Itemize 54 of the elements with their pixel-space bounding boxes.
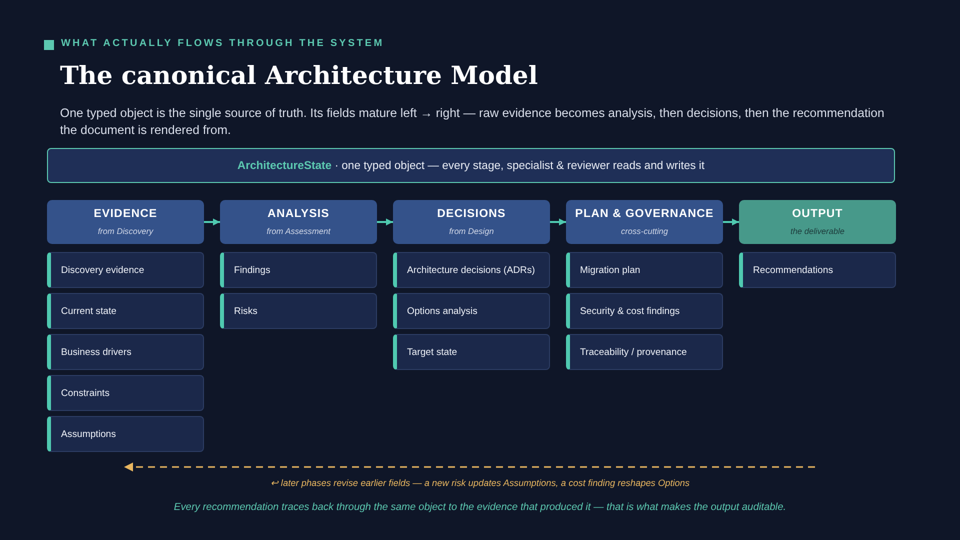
field-card — [47, 334, 204, 370]
field-label: Traceability / provenance — [580, 346, 687, 358]
field-label: Migration plan — [580, 264, 640, 276]
field-label: Recommendations — [753, 264, 833, 276]
field-card — [47, 375, 204, 411]
banner-text: ArchitectureState · one typed object — every stage, specialist & reviewer reads and writes it — [237, 160, 705, 172]
field-card — [220, 293, 377, 329]
eyebrow-label: WHAT ACTUALLY FLOWS THROUGH THE SYSTEM — [61, 38, 384, 49]
stage-title: EVIDENCE — [94, 208, 158, 220]
arrow — [550, 218, 566, 226]
stage-title: ANALYSIS — [268, 208, 330, 220]
field-label: Constraints — [61, 388, 110, 398]
arrow — [377, 218, 393, 226]
field-card — [393, 293, 550, 329]
stage-subtitle: the deliverable — [790, 226, 844, 236]
stage-subtitle: from Design — [449, 226, 494, 236]
stage-subtitle: from Assessment — [266, 226, 330, 236]
slide-title: The canonical Architecture Model — [60, 61, 538, 90]
field-label: Options analysis — [407, 306, 478, 316]
note-text: ↩ later phases revise earlier fields — a new risk updates Assumptions, a cost finding reshapes Options — [270, 477, 690, 488]
field-label: Business drivers — [61, 346, 132, 358]
description-text: One typed object is the single source of truth. Its fields mature left → right — raw evidence becomes analysis, then decisions, then the recommendation the document is rendered from. — [60, 105, 886, 139]
stage-header — [739, 200, 896, 244]
stage-title: OUTPUT — [792, 208, 843, 220]
field-card — [739, 252, 896, 288]
stage-header — [393, 200, 550, 244]
field-card — [393, 252, 550, 288]
state-banner — [47, 148, 895, 183]
field-card — [220, 252, 377, 288]
arrow — [204, 218, 220, 226]
stage-subtitle: cross-cutting — [620, 226, 668, 236]
field-label: Assumptions — [61, 428, 116, 440]
field-card — [47, 252, 204, 288]
field-label: Risks — [234, 306, 258, 316]
stage-title: DECISIONS — [437, 208, 506, 220]
caption-text: Every recommendation traces back through the same object to the evidence that produced it — that is what makes the output auditable. — [174, 502, 786, 513]
stage-header — [47, 200, 204, 244]
field-card — [47, 416, 204, 452]
field-card — [566, 334, 723, 370]
stage-header — [566, 200, 723, 244]
field-label: Security & cost findings — [580, 306, 680, 316]
field-card — [393, 334, 550, 370]
field-card — [47, 293, 204, 329]
field-label: Discovery evidence — [61, 264, 144, 276]
stage-header — [220, 200, 377, 244]
field-label: Current state — [61, 306, 116, 316]
field-card — [566, 293, 723, 329]
field-card — [566, 252, 723, 288]
arrow — [723, 218, 739, 226]
field-label: Architecture decisions (ADRs) — [407, 264, 535, 276]
field-label: Findings — [234, 264, 270, 276]
field-label: Target state — [407, 346, 458, 358]
stage-title: PLAN & GOVERNANCE — [575, 208, 714, 220]
stage-subtitle: from Discovery — [98, 226, 154, 236]
